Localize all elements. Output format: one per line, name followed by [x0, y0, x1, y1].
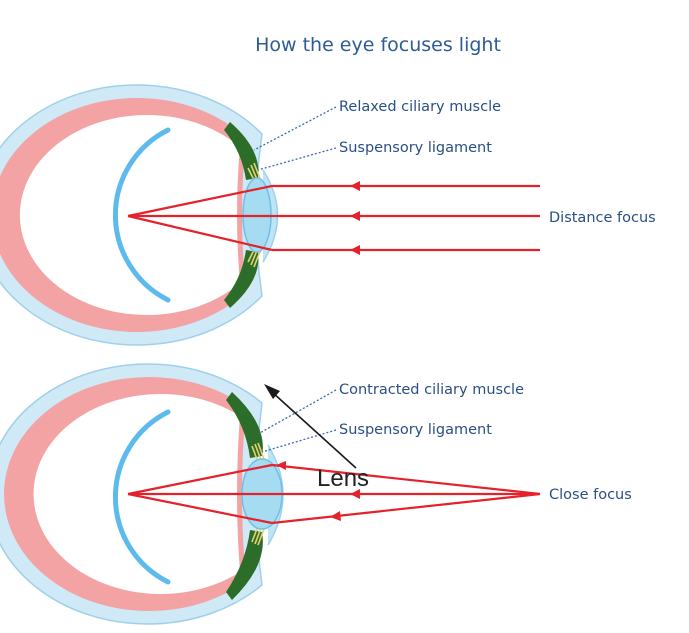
label-contracted-ciliary-muscle: Contracted ciliary muscle — [339, 382, 524, 398]
diagram-title: How the eye focuses light — [255, 34, 501, 56]
label-suspensory-ligament: Suspensory ligament — [339, 422, 492, 438]
label-suspensory-ligament: Suspensory ligament — [339, 140, 492, 156]
label-relaxed-ciliary-muscle: Relaxed ciliary muscle — [339, 99, 501, 115]
label-close-focus: Close focus — [549, 487, 632, 503]
label-lens: Lens — [317, 465, 369, 492]
label-distance-focus: Distance focus — [549, 210, 656, 226]
